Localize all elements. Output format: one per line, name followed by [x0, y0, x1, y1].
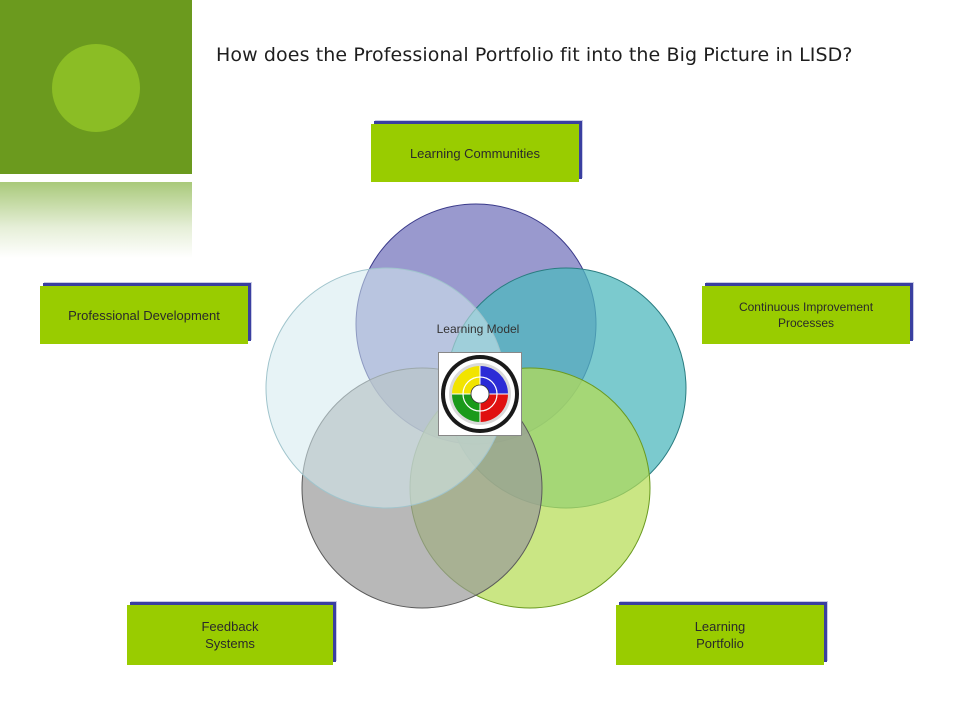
slide-title: How does the Professional Portfolio fit … [216, 44, 853, 66]
decorative-green-circle [52, 44, 140, 132]
learning-portfolio-box: Learning Portfolio [616, 605, 824, 665]
feedback-systems-box: Feedback Systems [127, 605, 333, 665]
center-label: Learning Model [436, 322, 520, 336]
continuous-improvement-box: Continuous Improvement Processes [702, 286, 910, 344]
learning-model-logo [438, 352, 522, 436]
decorative-gradient-bar [0, 182, 192, 258]
professional-development-box: Professional Development [40, 286, 248, 344]
learning-model-wheel-icon [441, 355, 519, 433]
learning-communities-box: Learning Communities [371, 124, 579, 182]
